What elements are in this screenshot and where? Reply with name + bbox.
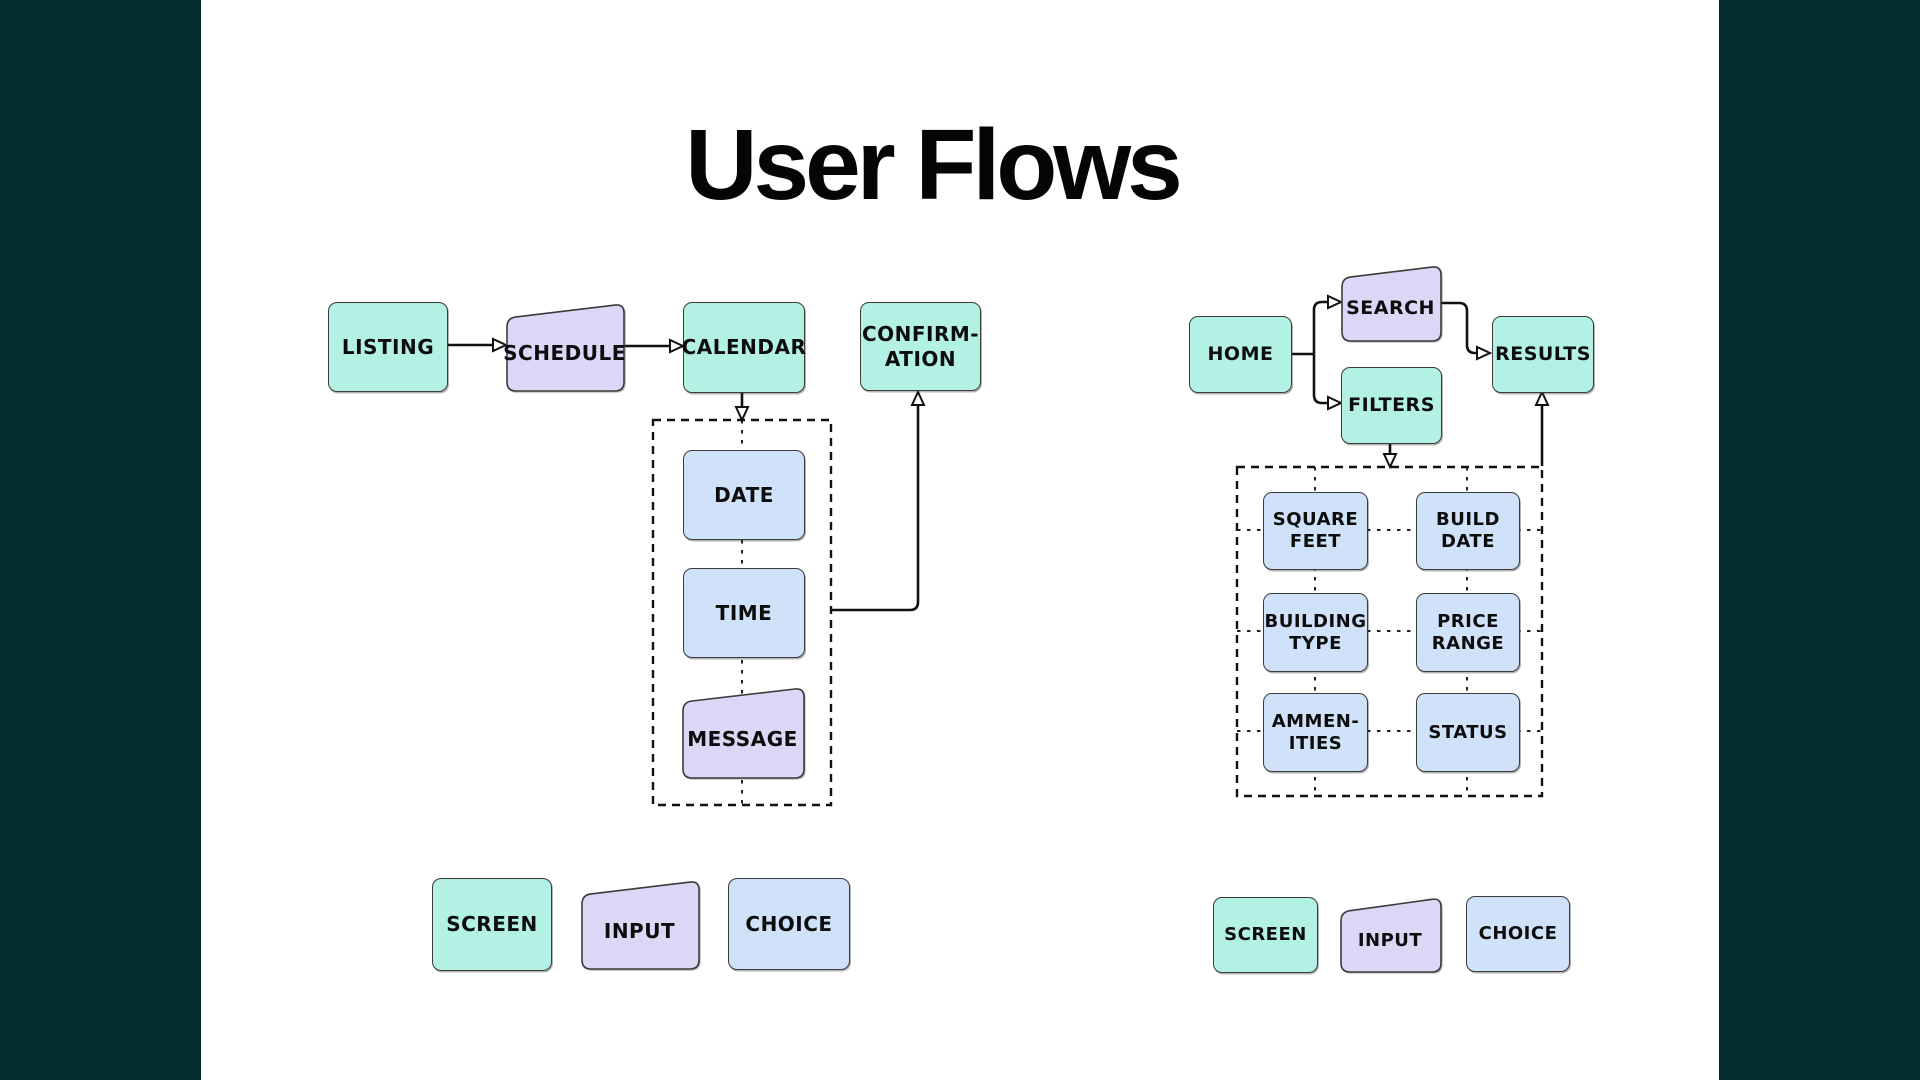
legend-choice-label: CHOICE [745,911,833,936]
legend-left-screen: SCREEN [432,878,552,971]
legend-right-input: INPUT [1340,897,1442,973]
input-shape [581,881,700,970]
node-listing-label: LISTING [341,334,435,359]
arrowhead-calendar-fields [734,406,750,423]
legend-left-input: INPUT [581,880,700,970]
right-edge-bar [1719,0,1920,1080]
legend-left-choice: CHOICE [728,878,850,970]
node-building-type-label: BUILDING TYPE [1264,610,1367,654]
legend-input-label: INPUT [1357,930,1423,952]
node-ammenities: AMMEN- ITIES [1263,693,1368,772]
left-edge-bar [0,0,201,1080]
node-confirmation-label: CONFIRM- ATION [861,322,980,371]
legend-right-choice: CHOICE [1466,896,1570,972]
node-calendar: CALENDAR [681,302,807,393]
node-build-date-label: BUILD DATE [1436,509,1500,552]
legend-screen-label: SCREEN [446,912,538,937]
arrowhead-grid-results [1534,389,1550,406]
page-title: User Flows [685,109,1182,221]
node-home: HOME [1189,316,1292,393]
node-time: TIME [683,568,805,658]
arrow-time-confirmation [832,406,920,612]
arrowhead-search-results [1476,345,1493,361]
node-listing: LISTING [328,302,448,392]
node-date: DATE [683,450,805,540]
node-date-label: DATE [714,482,774,507]
arrowhead-home-filters [1327,395,1344,411]
arrow-search-results [1440,301,1477,355]
node-square-feet-label: SQUARE FEET [1272,509,1359,552]
node-ammenities-label: AMMEN- ITIES [1271,710,1360,754]
node-schedule-label: SCHEDULE [503,341,626,366]
node-search-label: SEARCH [1346,296,1435,319]
node-status-label: STATUS [1428,721,1508,743]
arrowhead-home-search [1327,294,1344,310]
node-home-label: HOME [1207,342,1274,365]
node-search: SEARCH [1341,265,1442,342]
arrow-home-branch [1290,300,1328,405]
arrowhead-listing-schedule [492,337,509,353]
input-shape [1341,266,1442,342]
input-shape [506,304,625,392]
node-message-label: MESSAGE [687,726,798,751]
legend-choice-label: CHOICE [1478,923,1558,945]
node-price-range-label: PRICE RANGE [1431,610,1505,654]
node-filters: FILTERS [1341,367,1442,444]
arrowhead-schedule-calendar [669,338,686,354]
node-schedule: SCHEDULE [503,303,626,392]
arrowhead-time-confirmation [910,389,926,406]
node-time-label: TIME [715,600,773,625]
input-shape [1340,898,1442,973]
node-price-range: PRICE RANGE [1416,593,1520,672]
legend-right-screen: SCREEN [1213,897,1318,973]
legend-screen-label: SCREEN [1224,924,1307,946]
node-status: STATUS [1416,693,1520,772]
legend-input-label: INPUT [603,918,676,943]
input-shape [682,688,805,779]
filters-grid-dashed-container [1235,465,1544,798]
node-filters-label: FILTERS [1348,393,1435,416]
node-confirmation: CONFIRM- ATION [860,302,981,391]
node-message: MESSAGE [682,687,805,779]
arrowhead-filters-grid [1382,453,1398,470]
node-results-label: RESULTS [1495,342,1591,365]
node-calendar-label: CALENDAR [681,335,807,360]
node-results: RESULTS [1492,316,1594,393]
node-square-feet: SQUARE FEET [1263,492,1368,570]
node-build-date: BUILD DATE [1416,492,1520,570]
node-building-type: BUILDING TYPE [1263,593,1368,672]
